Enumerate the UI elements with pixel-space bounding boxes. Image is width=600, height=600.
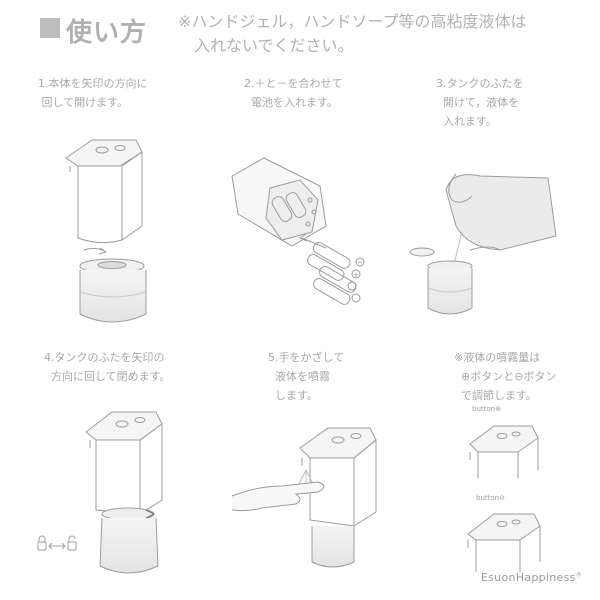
step-3-illustration — [409, 173, 557, 315]
step-3-caption: 3.タンクのふたを 開けて，液体を 入れます。 — [436, 77, 524, 128]
step-4-caption: 4.タンクのふたを矢印の 方向に回して閉めます。 — [44, 351, 171, 383]
title-square-mark — [40, 18, 60, 38]
step-4-illustration — [37, 411, 163, 574]
battery-plus-sign: + — [353, 271, 359, 279]
page-title: 使い方 — [66, 18, 148, 48]
step-1-caption: 1.本体を矢印の方向に 回して開けます。 — [38, 77, 148, 109]
step-1-illustration — [65, 139, 147, 323]
step-5-caption: 5.手をかざして 液体を噴霧 します。 — [268, 351, 345, 402]
button-minus-label: button⊖ — [476, 494, 505, 502]
brand-name: EsuonHappiness — [480, 571, 576, 584]
caution-notice: ※ハンドジェル，ハンドソープ等の高粘度液体は 入れないでください。 — [178, 12, 527, 55]
spray-amount-note: ※液体の噴霧量は ⊕ボタンと⊖ボタン で調節します。 — [454, 351, 557, 402]
step-2-caption: 2.＋と－を合わせて 電池を入れます。 — [244, 77, 343, 109]
brand-watermark: EsuonHappiness® — [481, 571, 582, 584]
battery-minus-sign: − — [357, 259, 363, 267]
step-2-illustration — [231, 157, 365, 305]
adjust-illustrations — [467, 425, 541, 572]
step-5-illustration — [231, 427, 377, 568]
button-plus-label: button⊕ — [472, 405, 501, 413]
registered-mark: ® — [575, 571, 582, 579]
